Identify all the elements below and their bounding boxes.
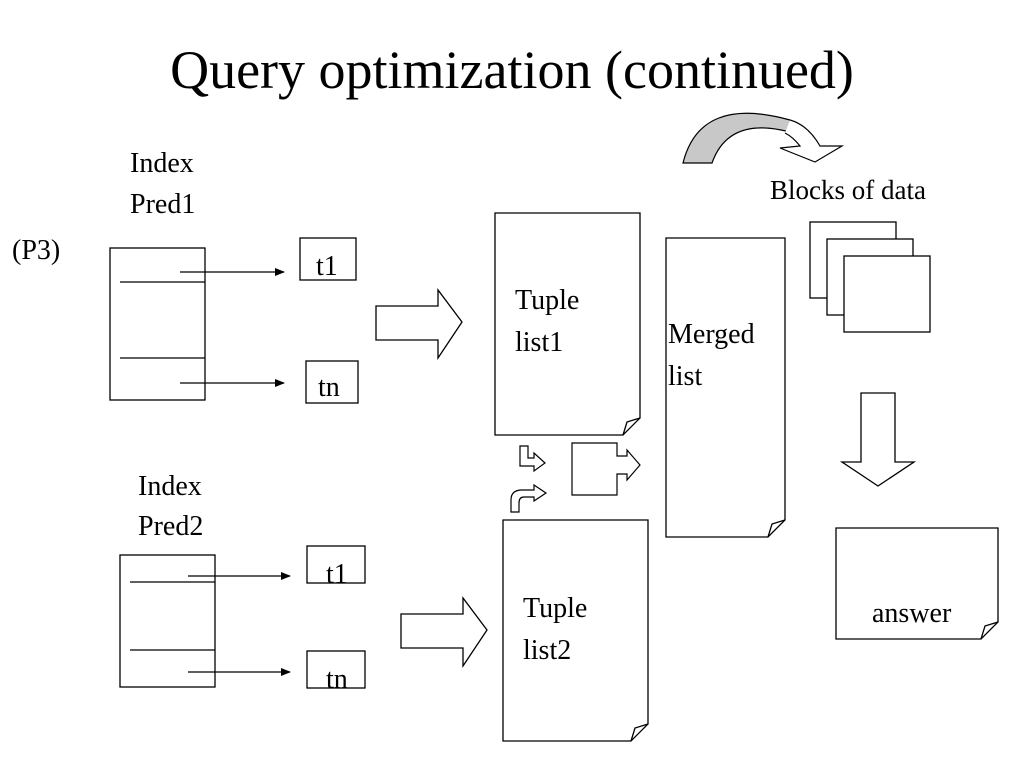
tuple-list1-page xyxy=(494,212,641,436)
merged-list-label-line2: list xyxy=(668,361,702,392)
tuple-list2-label-line2: list2 xyxy=(523,635,571,666)
tuple-list1-document: Tuple list1 xyxy=(494,212,641,436)
answer-page-fold xyxy=(980,621,999,640)
index2-tuple-t1-label: t1 xyxy=(326,559,348,590)
index1-box xyxy=(109,247,206,401)
index1-tuple-t1-label: t1 xyxy=(316,251,338,282)
index1-tuple-t1-box xyxy=(299,237,357,281)
p3-label: (P3) xyxy=(12,235,60,266)
tuple-list1-label-line1: Tuple xyxy=(515,285,579,316)
index-pred1-group: Index Pred1 t1 tn xyxy=(109,148,463,404)
index2-tuple-tn-box xyxy=(306,650,366,689)
index1-label-line2: Pred1 xyxy=(130,189,195,220)
index1-tuple-tn-box xyxy=(305,360,359,404)
curved-arrow-icon xyxy=(682,112,802,164)
index2-box xyxy=(119,554,216,688)
down-block-arrow xyxy=(839,392,917,487)
merged-list-document: Merged list xyxy=(665,237,786,538)
tuple-list1-page-fold xyxy=(622,417,641,436)
slide-title: Query optimization (continued) xyxy=(170,40,854,100)
data-block-3 xyxy=(843,255,931,333)
data-blocks-stack xyxy=(809,221,931,333)
bent-arrow-up-right-icon xyxy=(510,483,548,513)
index1-label-line1: Index xyxy=(130,148,194,179)
bent-arrow-down-right-icon xyxy=(519,445,546,473)
index1-tuple-tn-label: tn xyxy=(318,372,340,403)
block-arrow-to-tuple-list1 xyxy=(375,288,463,361)
merged-list-page-fold xyxy=(767,519,786,538)
index2-label-line1: Index xyxy=(138,471,202,502)
merged-list-label-line1: Merged xyxy=(668,319,755,350)
tuple-list2-page xyxy=(502,519,649,742)
answer-label: answer xyxy=(872,598,952,629)
merged-list-page xyxy=(665,237,786,538)
tuple-list1-label-line2: list1 xyxy=(515,327,563,358)
blocks-of-data-label: Blocks of data xyxy=(770,175,926,205)
index-pred2-group: Index Pred2 t1 tn xyxy=(119,471,488,695)
tuple-list2-page-fold xyxy=(630,723,649,742)
curved-arrow-head-icon xyxy=(779,119,845,163)
answer-document: answer xyxy=(835,527,999,640)
merge-operator-icon xyxy=(571,442,641,496)
index2-tuple-t1-box xyxy=(306,545,366,584)
block-arrow-to-tuple-list2 xyxy=(400,596,488,669)
index2-label-line2: Pred2 xyxy=(138,511,203,542)
index2-tuple-tn-label: tn xyxy=(326,664,348,695)
tuple-list2-label-line1: Tuple xyxy=(523,593,587,624)
answer-page xyxy=(835,527,999,640)
tuple-list2-document: Tuple list2 xyxy=(502,519,649,742)
merge-symbols xyxy=(510,442,641,513)
